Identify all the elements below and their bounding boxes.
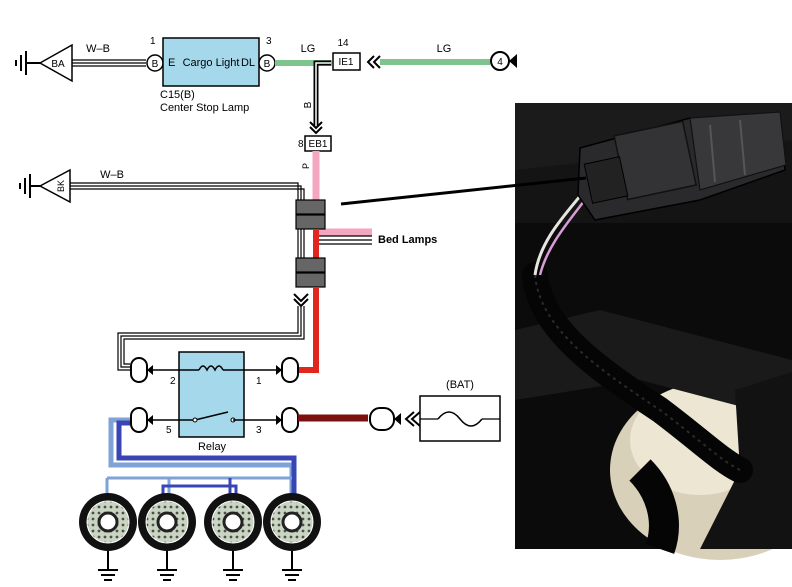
wire-pink: P [301,151,372,236]
junction-eb1: 8 EB1 [298,135,332,152]
relay: 2 1 5 3 Relay [150,351,280,453]
junction-ie1-box [332,52,361,71]
relay-pin2-label: 2 [170,376,176,387]
speaker-4 [263,493,321,581]
junction-ie1-code: IE1 [338,57,353,68]
relay-pin5-label: 5 [166,425,172,436]
ground-ba-label: BA [51,59,65,70]
relay-box [178,351,245,438]
relay-terminal-pin5 [130,407,153,433]
speaker-3 [204,493,262,581]
ground-bk-symbol: BK [19,168,71,204]
splice-chevrons [293,293,309,308]
relay-coil [198,365,224,372]
wire-lg-left-label: LG [301,43,316,55]
relay-terminal-pin3 [276,407,299,433]
wire-pink-label: P [301,163,311,169]
wire-b: B [303,60,331,135]
relay-switch [194,411,229,421]
battery-label: (BAT) [446,379,474,391]
cargo-pin3-num: 3 [266,36,272,47]
battery-terminal [369,407,421,431]
fuse-icon [437,411,483,427]
relay-pin1-label: 1 [256,376,262,387]
splice-connector-upper [295,199,326,230]
cargo-pin-e: E [168,57,175,69]
cargo-connector-desc: Center Stop Lamp [160,102,249,114]
relay-terminal-pin2 [130,357,153,383]
cargo-connector-code: C15(B) [160,89,195,101]
relay-pin3-label: 3 [256,425,262,436]
junction-eb1-code: EB1 [309,139,328,150]
wire-w-b-mid: W–B [70,169,305,200]
relay-terminal-pin1 [276,357,299,383]
bed-lamp-wires: Bed Lamps [318,234,437,246]
cargo-light-box [162,37,260,87]
wire-lg-right-label: LG [437,43,452,55]
wire-w-b-top: W–B [72,43,146,67]
cargo-pin1-letter: B [152,59,159,70]
splice-connector-lower [295,257,326,288]
ground-bk-label: BK [56,180,66,192]
ground-ba-symbol: BA [15,43,73,83]
wire-lg: LG 14 IE1 LG 4 [275,38,517,71]
connector-photo [515,103,792,560]
cargo-light: 1 3 B E Cargo Light DL B C15(B) Center S… [146,36,276,114]
ground-bundle-wires [297,229,305,258]
wire-blue-bundle [105,417,297,497]
bed-lamps-label: Bed Lamps [378,234,437,246]
wire-b-label: B [303,101,314,108]
wire-red-lower [298,287,319,373]
junction-ie1-num: 14 [337,38,349,49]
photo-pointer-line [340,176,587,206]
cargo-pin-dl: DL [241,57,255,69]
battery-fuse: (BAT) [419,379,501,442]
wire-relay-pin2 [117,306,305,371]
speaker-1 [79,493,137,581]
cargo-pin1-num: 1 [150,36,156,47]
junction-eb1-num: 8 [298,139,304,150]
lg-end-num: 4 [497,57,503,68]
wire-w-b-top-label: W–B [86,43,110,55]
cargo-pin3-letter: B [264,59,271,70]
speaker-2 [138,493,196,581]
relay-label: Relay [198,441,227,453]
cargo-light-label: Cargo Light [183,57,240,69]
wire-w-b-mid-label: W–B [100,169,124,181]
